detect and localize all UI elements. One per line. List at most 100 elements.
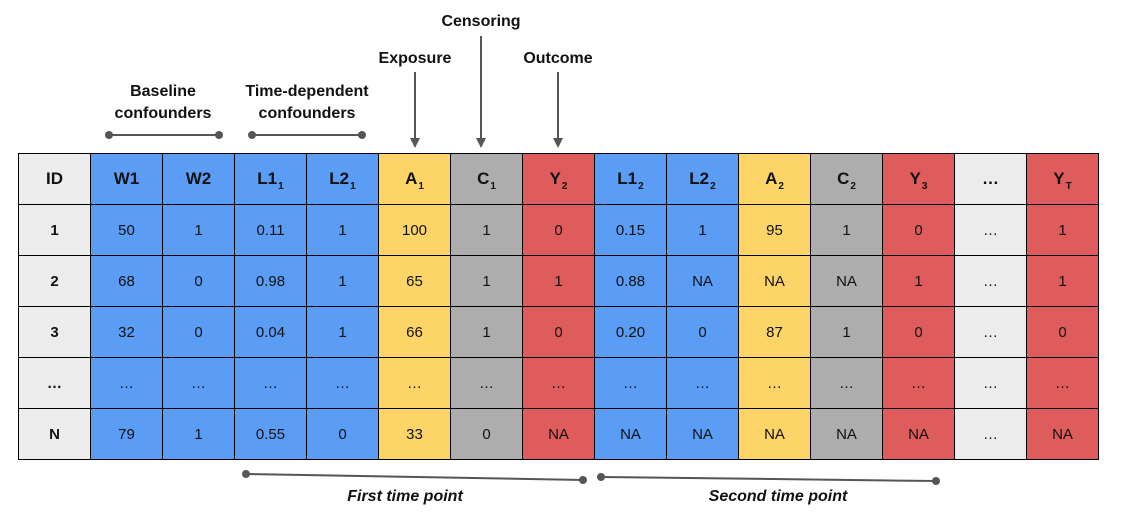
table-cell: NA [666,408,739,460]
column-header-base: C [477,169,490,188]
table-cell: 79 [90,408,163,460]
table-cell: 0 [522,204,595,256]
column-header: L12 [594,153,667,205]
table-cell: 1 [306,204,379,256]
table-cell: 0 [162,255,235,307]
baseline-label-line2: confounders [114,105,212,122]
censoring-label: Censoring [441,13,521,30]
column-header-subscript: 1 [418,181,424,192]
table-cell: 1 [1026,255,1099,307]
table-cell: 1 [450,255,523,307]
table-cell: 1 [306,255,379,307]
second-time-point-bracket-line [600,476,937,482]
column-header-base: W2 [185,169,212,188]
table-cell: 50 [90,204,163,256]
table-cell: … [882,357,955,409]
table-cell: 1 [522,255,595,307]
table-cell: … [306,357,379,409]
second-time-point-right-dot [932,477,940,485]
second-time-point-left-dot [597,473,605,481]
exposure-label: Exposure [378,50,452,67]
table-cell: 0 [882,204,955,256]
table-cell: … [90,357,163,409]
column-header-subscript: 2 [561,181,568,192]
column-header-subscript: 1 [350,181,356,192]
column-header-base: A [405,169,418,188]
table-cell: … [954,408,1027,460]
baseline-bracket-left-dot [105,131,113,139]
table-cell: NA [738,255,811,307]
table-cell: 1 [306,306,379,358]
second-time-point-label: Second time point [708,488,848,505]
table-cell: 0 [450,408,523,460]
column-header: C1 [450,153,523,205]
baseline-bracket-right-dot [215,131,223,139]
table-cell: 33 [378,408,451,460]
column-header: L11 [234,153,307,205]
table-cell: NA [666,255,739,307]
table-cell: 0 [306,408,379,460]
table-cell: … [810,357,883,409]
table-cell: 0.98 [234,255,307,307]
table-cell: NA [522,408,595,460]
table-cell: … [234,357,307,409]
row-id-cell: N [18,408,91,460]
table-cell: 0 [882,306,955,358]
table-cell: 65 [378,255,451,307]
column-header: A1 [378,153,451,205]
timedep-label-line1: Time-dependent [245,83,369,100]
row-id-cell: 2 [18,255,91,307]
table-cell: … [378,357,451,409]
column-header-base: … [982,169,999,188]
column-header-subscript: 2 [778,181,784,192]
table-cell: NA [810,255,883,307]
baseline-label-line1: Baseline [130,83,196,100]
column-header: Y3 [882,153,955,205]
column-header-subscript: 1 [490,181,496,192]
column-header: YT [1026,153,1099,205]
table-cell: 1 [450,306,523,358]
first-time-point-left-dot [242,470,250,478]
timedep-bracket-left-dot [248,131,256,139]
table-cell: 68 [90,255,163,307]
table-cell: 0.11 [234,204,307,256]
column-header: W2 [162,153,235,205]
baseline-confounders-label: Baseline confounders [90,81,236,125]
first-time-point-right-dot [579,476,587,484]
column-header-subscript: 1 [278,181,284,192]
table-cell: 0 [162,306,235,358]
column-header-subscript: T [1065,181,1072,192]
outcome-label: Outcome [523,50,593,67]
table-cell: NA [1026,408,1099,460]
row-id-cell: 3 [18,306,91,358]
column-header: ID [18,153,91,205]
table-cell: … [666,357,739,409]
column-header: C2 [810,153,883,205]
table-cell: 1 [882,255,955,307]
table-cell: … [1026,357,1099,409]
column-header-base: Y [1053,169,1065,188]
column-header: W1 [90,153,163,205]
timedep-bracket-right-dot [358,131,366,139]
column-header-subscript: 2 [710,181,716,192]
table-cell: 1 [810,204,883,256]
column-header-base: C [837,169,850,188]
time-dependent-confounders-label: Time-dependent confounders [224,81,390,125]
table-cell: … [450,357,523,409]
table-cell: 0.88 [594,255,667,307]
column-header-base: L1 [257,169,278,188]
table-cell: 95 [738,204,811,256]
table-cell: … [522,357,595,409]
column-header-base: L2 [329,169,350,188]
timedep-label-line2: confounders [258,105,356,122]
table-cell: NA [738,408,811,460]
first-time-point-label: First time point [347,488,463,505]
column-header: Y2 [522,153,595,205]
table-cell: 1 [162,204,235,256]
table-cell: 1 [450,204,523,256]
